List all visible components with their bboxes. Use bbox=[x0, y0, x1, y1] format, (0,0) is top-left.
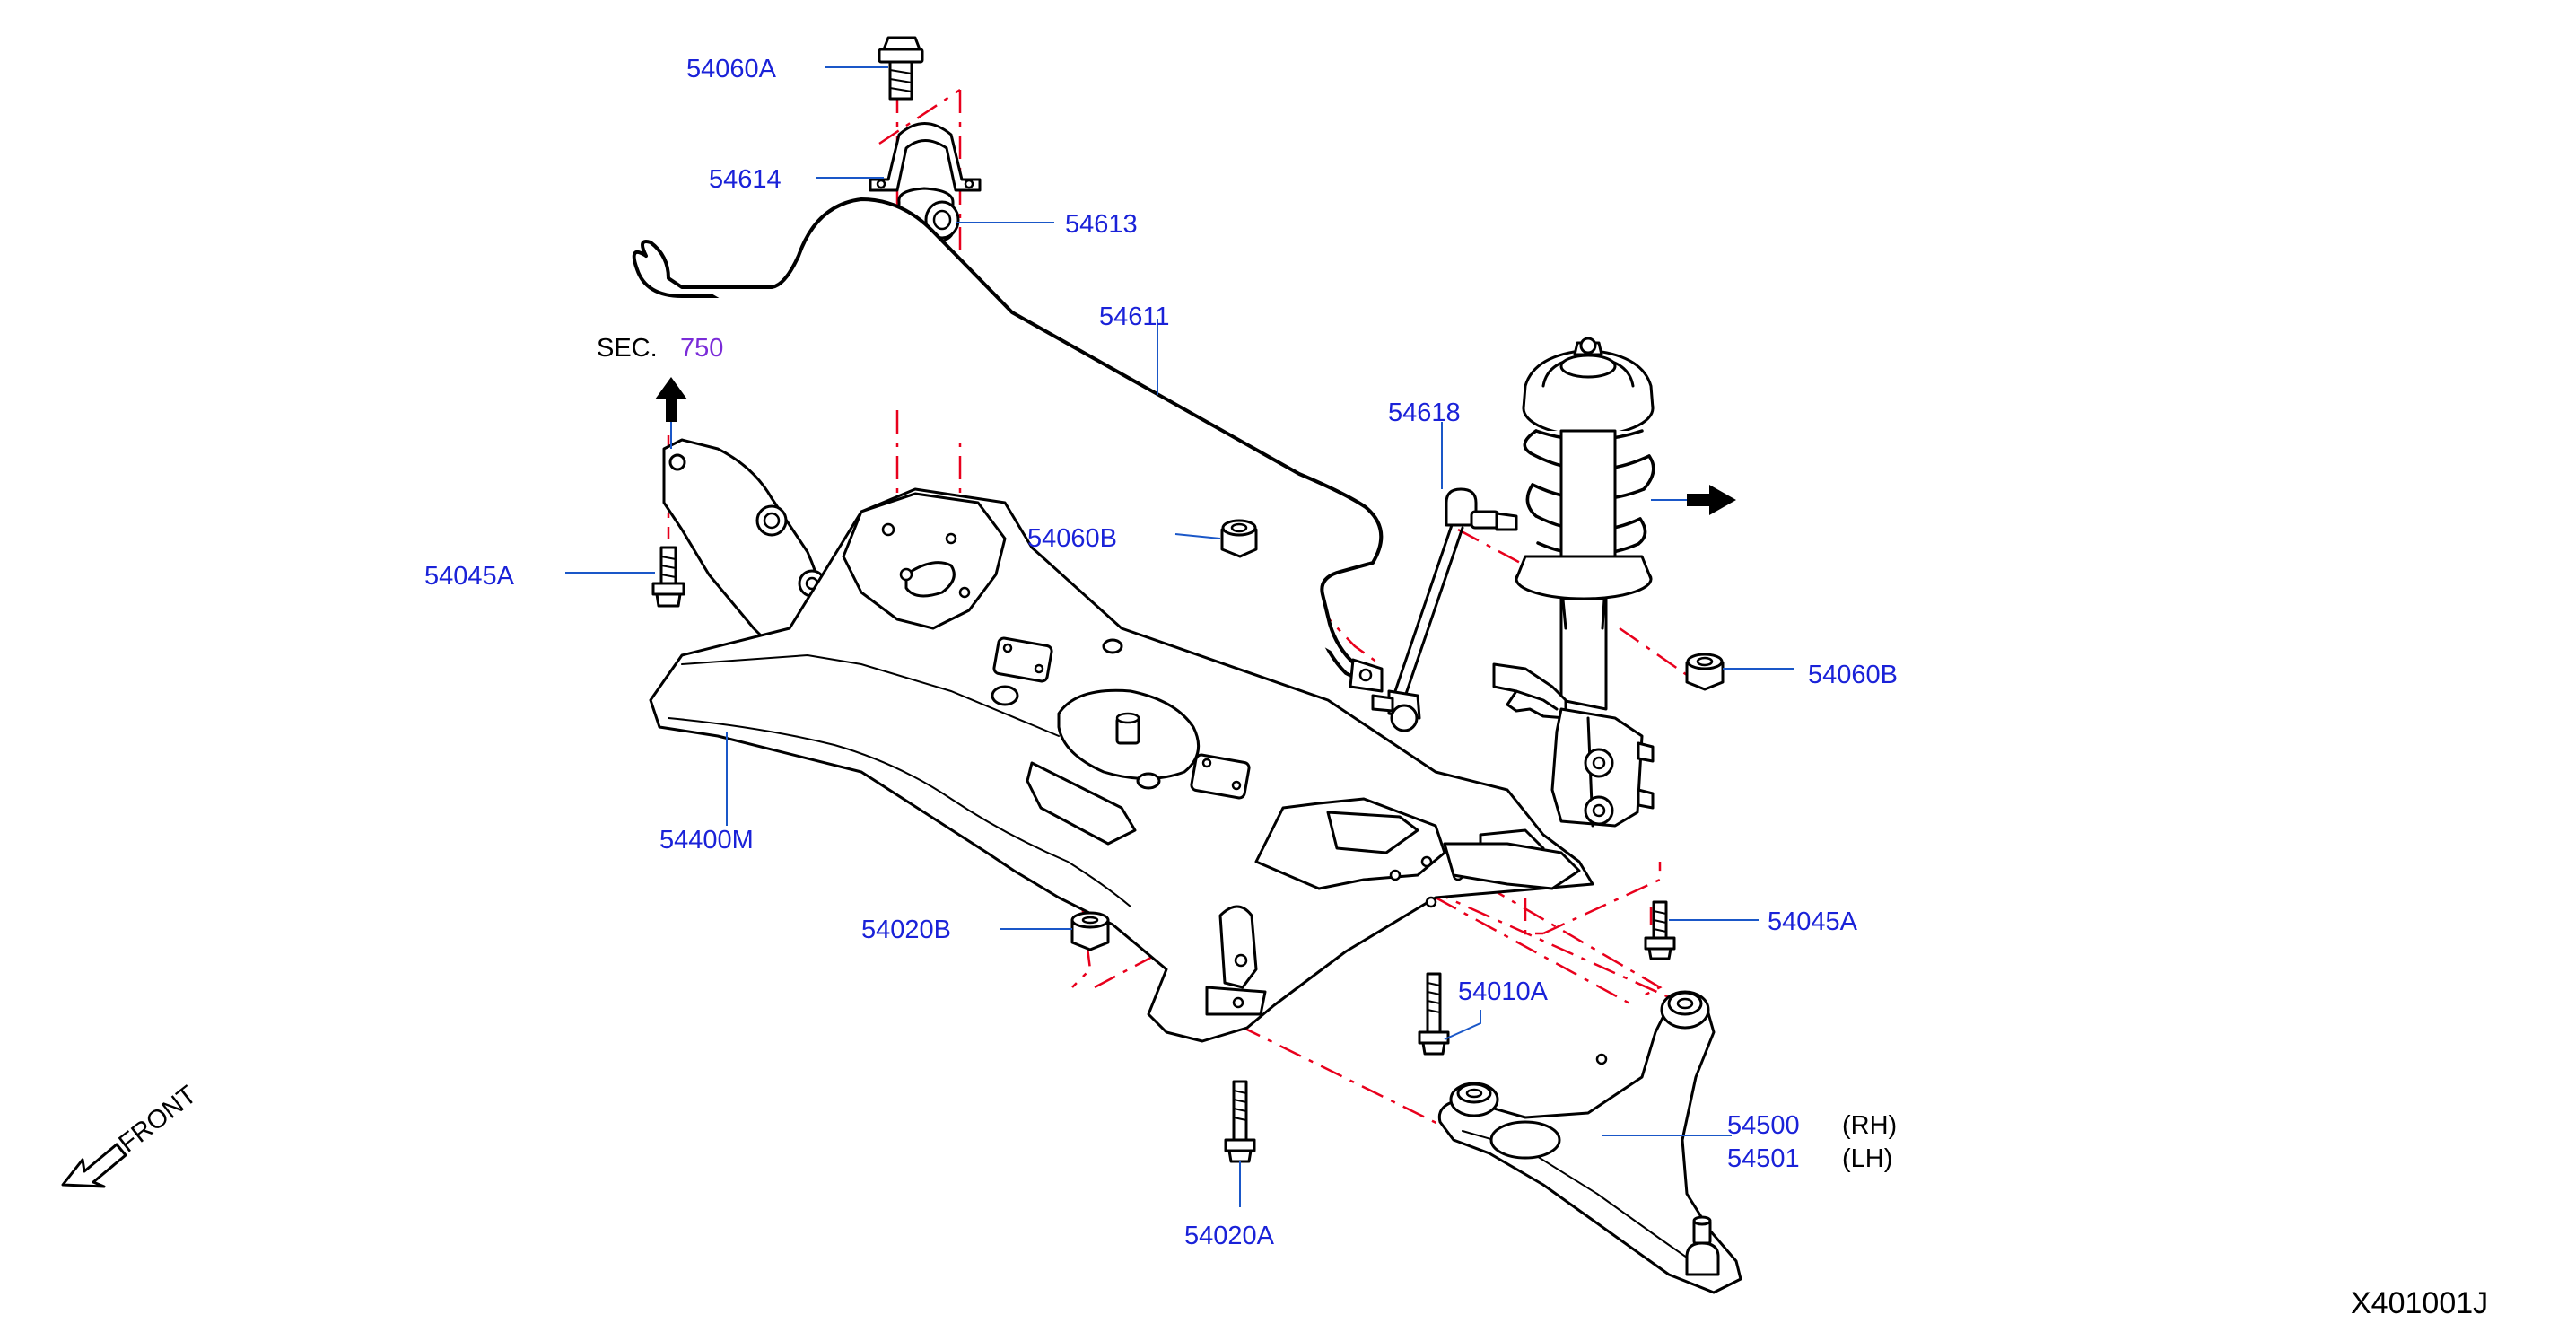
stabilizer-bar-54611 bbox=[632, 197, 1384, 693]
bolt-54010a bbox=[1418, 972, 1450, 1056]
label-54060b-right: 54060B bbox=[1808, 661, 1898, 689]
stabilizer-clamp-54614 bbox=[869, 122, 982, 192]
section-ref-number: 750 bbox=[680, 334, 723, 363]
nut-54020b bbox=[1070, 911, 1110, 951]
direction-arrow-right bbox=[1651, 485, 1736, 515]
label-54020b: 54020B bbox=[861, 916, 951, 944]
stabilizer-link-54618 bbox=[1371, 487, 1518, 732]
label-54501: 54501 bbox=[1727, 1144, 1800, 1173]
drawing-code: X401001J bbox=[2351, 1286, 2488, 1320]
part-labels: 54060A 54614 54613 54611 SEC. 750 54618 … bbox=[114, 55, 2489, 1320]
bolt-54045a-right bbox=[1644, 900, 1676, 960]
label-54500-side: (RH) bbox=[1842, 1111, 1897, 1140]
section-arrow bbox=[655, 377, 687, 449]
label-54500: 54500 bbox=[1727, 1111, 1800, 1140]
strut-assembly bbox=[1492, 337, 1655, 828]
bolt-54060a bbox=[878, 36, 924, 101]
label-54060a: 54060A bbox=[686, 55, 777, 83]
label-54400m: 54400M bbox=[659, 826, 754, 854]
bolt-54045a-left bbox=[651, 546, 685, 608]
nut-54060b-right bbox=[1685, 653, 1725, 691]
lower-control-arm bbox=[1437, 990, 1742, 1294]
label-54060b-left: 54060B bbox=[1027, 524, 1117, 553]
label-54618: 54618 bbox=[1388, 399, 1461, 427]
suspension-member-54400m bbox=[649, 438, 1594, 1043]
label-54501-side: (LH) bbox=[1842, 1144, 1892, 1173]
label-54010a: 54010A bbox=[1458, 977, 1549, 1006]
label-54613: 54613 bbox=[1065, 210, 1138, 239]
nut-54060b-left bbox=[1220, 519, 1258, 558]
label-54045a-left: 54045A bbox=[424, 562, 515, 591]
front-label: FRONT bbox=[114, 1081, 203, 1159]
section-ref-prefix: SEC. bbox=[597, 334, 658, 363]
label-54045a-right: 54045A bbox=[1768, 907, 1858, 936]
bolt-54020a bbox=[1224, 1080, 1256, 1163]
label-54020a: 54020A bbox=[1184, 1222, 1275, 1250]
front-arrow-icon bbox=[61, 1143, 127, 1188]
leader-lines bbox=[565, 66, 1794, 1207]
label-54611: 54611 bbox=[1099, 302, 1170, 331]
label-54614: 54614 bbox=[709, 165, 782, 194]
